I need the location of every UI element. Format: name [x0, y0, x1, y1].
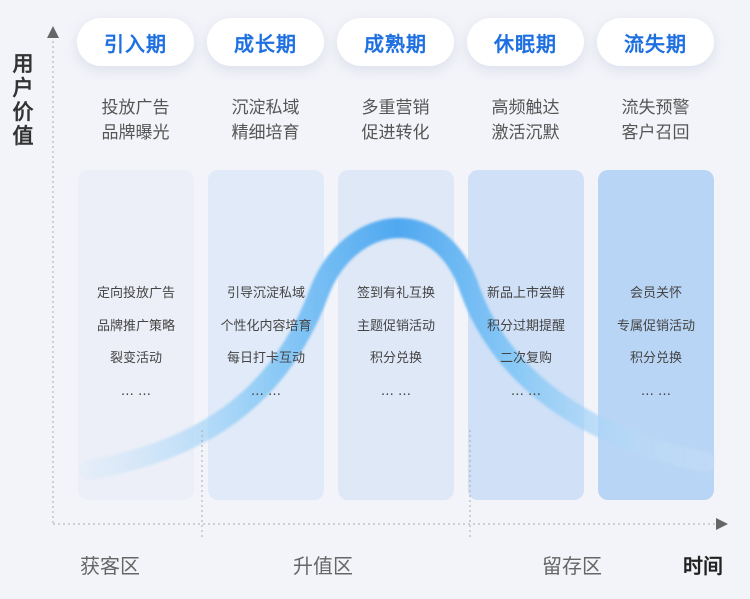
zone-label: 升值区 — [293, 554, 353, 578]
y-axis-arrow — [47, 26, 59, 38]
stage-item: 每日打卡互动 — [226, 351, 305, 366]
stage-item: 专属促销活动 — [616, 318, 695, 334]
stage-items: 签到有礼互换主题促销活动积分兑换 … … — [338, 278, 454, 408]
x-axis-arrow — [716, 518, 728, 530]
zone-label: 留存区 — [542, 554, 602, 578]
stage-item: … … — [120, 383, 152, 399]
stage-description-line: 客户召回 — [621, 123, 690, 143]
stage-description: 投放广告 品牌曝光 — [77, 96, 194, 146]
stage-pill[interactable]: 流失期 — [597, 18, 714, 66]
stage-description-line: 高频触达 — [491, 98, 560, 118]
stage-description: 流失预警 客户召回 — [597, 96, 714, 146]
zone-label: 获客区 — [80, 554, 140, 578]
stage-item: 二次复购 — [499, 351, 552, 366]
stage-description-line: 激活沉默 — [491, 123, 560, 143]
stage-description-line: 促进转化 — [361, 123, 430, 143]
stage-item: … … — [510, 383, 542, 399]
stage-description-line: 流失预警 — [621, 98, 690, 118]
stage-item: 引导沉淀私域 — [226, 286, 305, 301]
stage-items: 会员关怀专属促销活动积分兑换 … … — [598, 278, 714, 408]
stage-item: 个性化内容培育 — [220, 318, 312, 334]
stage-description-line: 投放广告 — [101, 98, 170, 118]
stage-item: 裂变活动 — [109, 351, 162, 366]
stage-description-line: 多重营销 — [361, 98, 430, 118]
stage-item: 积分兑换 — [629, 351, 682, 366]
stage-item: 新品上市尝鲜 — [486, 286, 565, 301]
stage-pill[interactable]: 成长期 — [207, 18, 324, 66]
stage-description: 沉淀私域 精细培育 — [207, 96, 324, 146]
stage-description-line: 沉淀私域 — [231, 98, 300, 118]
stage-description-line: 品牌曝光 — [101, 123, 170, 143]
stage-items: 定向投放广告品牌推广策略裂变活动 … … — [78, 278, 194, 408]
stage-description: 多重营销 促进转化 — [337, 96, 454, 146]
stage-item: … … — [250, 383, 282, 399]
stage-description: 高频触达 激活沉默 — [467, 96, 584, 146]
stage-item: 品牌推广策略 — [96, 318, 175, 334]
stage-items: 新品上市尝鲜积分过期提醒二次复购 … … — [468, 278, 584, 408]
stage-items: 引导沉淀私域个性化内容培育每日打卡互动 … … — [208, 278, 324, 408]
x-axis-label: 时间 — [683, 554, 723, 578]
stage-item: 会员关怀 — [629, 286, 682, 301]
stage-item: 主题促销活动 — [356, 318, 435, 334]
stage-pill[interactable]: 引入期 — [77, 18, 194, 66]
stage-item: 定向投放广告 — [96, 286, 175, 301]
stage-description-line: 精细培育 — [231, 123, 300, 143]
stage-item: … … — [640, 383, 672, 399]
stage-item: 签到有礼互换 — [356, 286, 435, 301]
y-axis-label: 用户价值 — [12, 52, 34, 148]
stage-pill[interactable]: 成熟期 — [337, 18, 454, 66]
stage-item: 积分过期提醒 — [486, 318, 565, 334]
stage-item: 积分兑换 — [369, 351, 422, 366]
stage-pill[interactable]: 休眠期 — [467, 18, 584, 66]
stage-item: … … — [380, 383, 412, 399]
